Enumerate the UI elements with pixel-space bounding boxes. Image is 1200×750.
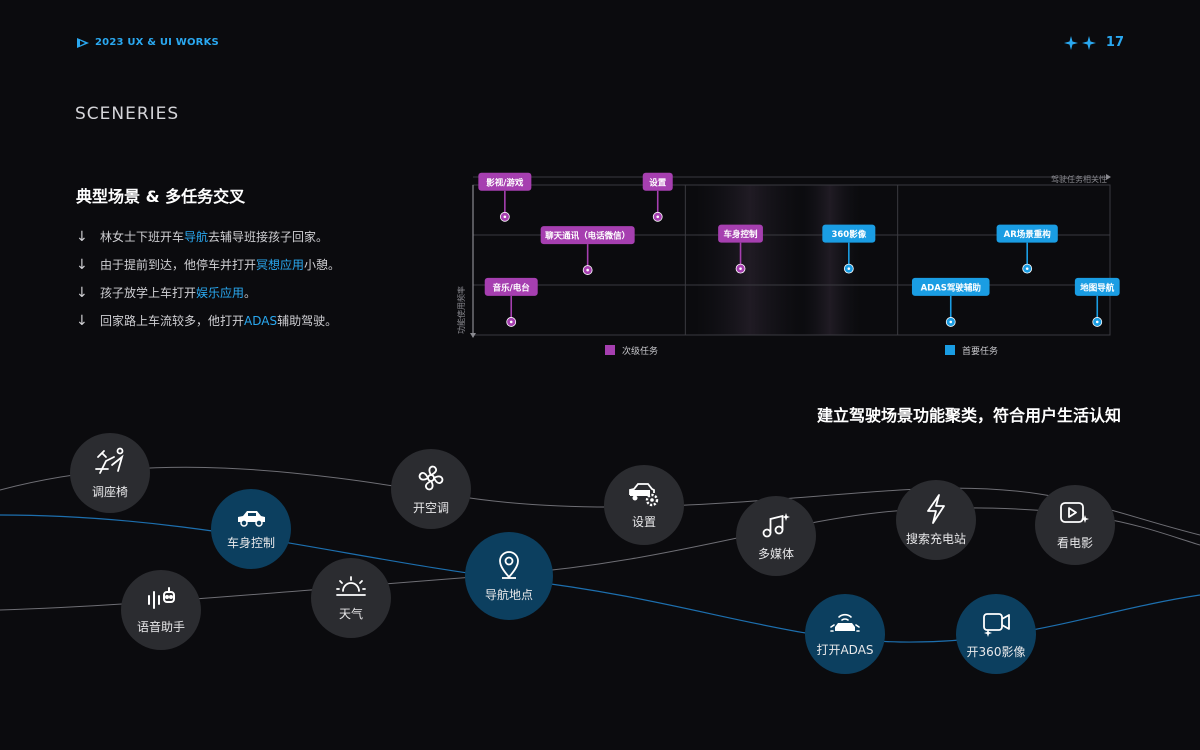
chart-legend-label: 次级任务: [622, 345, 658, 357]
chart-point[interactable]: 360影像: [822, 224, 876, 274]
chart-point[interactable]: 设置: [642, 172, 673, 222]
fan-icon: [418, 465, 444, 490]
chart-point-dot: [656, 215, 660, 219]
feature-voice-assistant[interactable]: 语音助手: [121, 570, 201, 650]
chart-point[interactable]: 音乐/电台: [484, 277, 538, 327]
chart-x-label: 驾驶任务相关性: [1051, 174, 1107, 184]
chart-point-dot: [503, 215, 507, 219]
feature-multimedia[interactable]: 多媒体: [736, 496, 816, 576]
arrow-down-icon: ↓: [76, 312, 88, 329]
chart-y-axis-arrow: [470, 333, 476, 338]
feature-search-charging-station[interactable]: 搜索充电站: [896, 480, 976, 560]
chart-legend-swatch: [945, 345, 955, 355]
chart-point-dot: [1095, 320, 1099, 324]
chart-point-label: 车身控制: [724, 229, 759, 240]
chart-point-label: 音乐/电台: [493, 282, 531, 293]
chart-point[interactable]: 车身控制: [718, 224, 763, 274]
chart-point-dot: [847, 267, 851, 270]
chart-point-label-bg: [822, 224, 876, 243]
arrow-down-icon: ↓: [76, 228, 88, 245]
brand-header: 2023 UX & UI WORKS: [77, 37, 219, 48]
chart-point[interactable]: 地图导航: [1074, 277, 1120, 327]
feature-settings[interactable]: 设置: [604, 465, 684, 545]
chart-point-label: 设置: [649, 177, 667, 188]
seat-icon: [95, 447, 124, 474]
chart-legend: 次级任务 首要任务: [605, 345, 998, 357]
chart-legend-swatch: [605, 345, 615, 355]
page-indicator: 17: [1063, 35, 1124, 50]
chart-point-label-bg: [484, 277, 538, 296]
chart-point-dot: [586, 268, 589, 272]
play-arrow-icon: [77, 37, 89, 48]
chart-point-label-bg: [718, 224, 763, 243]
chart-y-label: 功能使用频率: [456, 286, 466, 334]
chart-point-label: 影视/游戏: [486, 177, 524, 188]
chart-glow: [695, 185, 805, 335]
brand-title: 2023 UX & UI WORKS: [95, 37, 219, 48]
feature-navigation-destination[interactable]: 导航地点: [465, 532, 553, 620]
chart-glow: [800, 185, 860, 335]
music-icon: [762, 512, 790, 537]
scenario-item: ↓ 林女士下班开车导航去辅导班接孩子回家。: [76, 228, 329, 245]
arrow-down-icon: ↓: [76, 256, 88, 273]
adas-icon: [830, 613, 860, 632]
wave-lines: [0, 466, 1200, 643]
feature-watch-movie[interactable]: 看电影: [1035, 485, 1115, 565]
chart-point-label-bg: [911, 277, 990, 296]
chart-point-label-bg: [478, 172, 532, 191]
weather-icon: [336, 575, 366, 596]
feature-adjust-seat[interactable]: 调座椅: [70, 433, 150, 513]
chart-point-label: 360影像: [831, 229, 866, 240]
video-icon: [1060, 501, 1089, 523]
feature-weather[interactable]: 天气: [311, 558, 391, 638]
chart-point-dot: [739, 267, 742, 270]
page-heading: 典型场景 & 多任务交叉: [76, 187, 246, 206]
location-pin-icon: [499, 550, 519, 579]
chart-point[interactable]: 影视/游戏: [478, 172, 532, 222]
arrow-down-icon: ↓: [76, 284, 88, 301]
page-number: 17: [1105, 35, 1124, 50]
chart-point[interactable]: AR场景重构: [996, 224, 1058, 274]
chart-legend-item: 次级任务: [605, 345, 658, 357]
voice-assistant-icon: [148, 586, 175, 609]
chart-point-label: ADAS驾驶辅助: [921, 282, 982, 293]
chart-point-dot: [1025, 267, 1029, 270]
feature-body-control[interactable]: 车身控制: [211, 489, 291, 569]
chart-legend-item: 首要任务: [945, 345, 998, 357]
chart-x-axis-arrow: [1106, 174, 1111, 180]
car-icon: [238, 510, 265, 527]
chart-point-dot: [509, 320, 513, 324]
chart-point-dot: [949, 320, 953, 324]
feature-air-conditioning[interactable]: 开空调: [391, 449, 471, 529]
lightning-icon: [927, 493, 945, 524]
chart-point-label-bg: [540, 226, 635, 245]
chart-point-label: 聊天通讯（电话微信）: [545, 231, 630, 242]
chart-point[interactable]: ADAS驾驶辅助: [911, 277, 990, 327]
slogan: 建立驾驶场景功能聚类，符合用户生活认知: [816, 406, 1121, 425]
car-settings-icon: [629, 482, 659, 506]
sparkle-icon: [1063, 35, 1096, 50]
section-title: SCENERIES: [75, 104, 180, 124]
chart-point-label-bg: [642, 172, 673, 191]
scenario-item: ↓ 由于提前到达，他停车并打开冥想应用小憩。: [76, 256, 341, 273]
chart-point-label: AR场景重构: [1004, 229, 1052, 240]
chart-point-label: 地图导航: [1080, 282, 1115, 293]
scenario-item: ↓ 孩子放学上车打开娱乐应用。: [76, 284, 257, 301]
camera-icon: [983, 612, 1010, 637]
feature-open-360-camera[interactable]: 开360影像: [956, 594, 1036, 674]
wave-line: [0, 466, 1200, 536]
feature-open-adas[interactable]: 打开ADAS: [805, 594, 885, 674]
chart-point-label-bg: [996, 224, 1058, 243]
chart-point[interactable]: 聊天通讯（电话微信）: [540, 226, 635, 275]
chart-legend-label: 首要任务: [962, 345, 998, 357]
chart-point-label-bg: [1074, 277, 1120, 296]
